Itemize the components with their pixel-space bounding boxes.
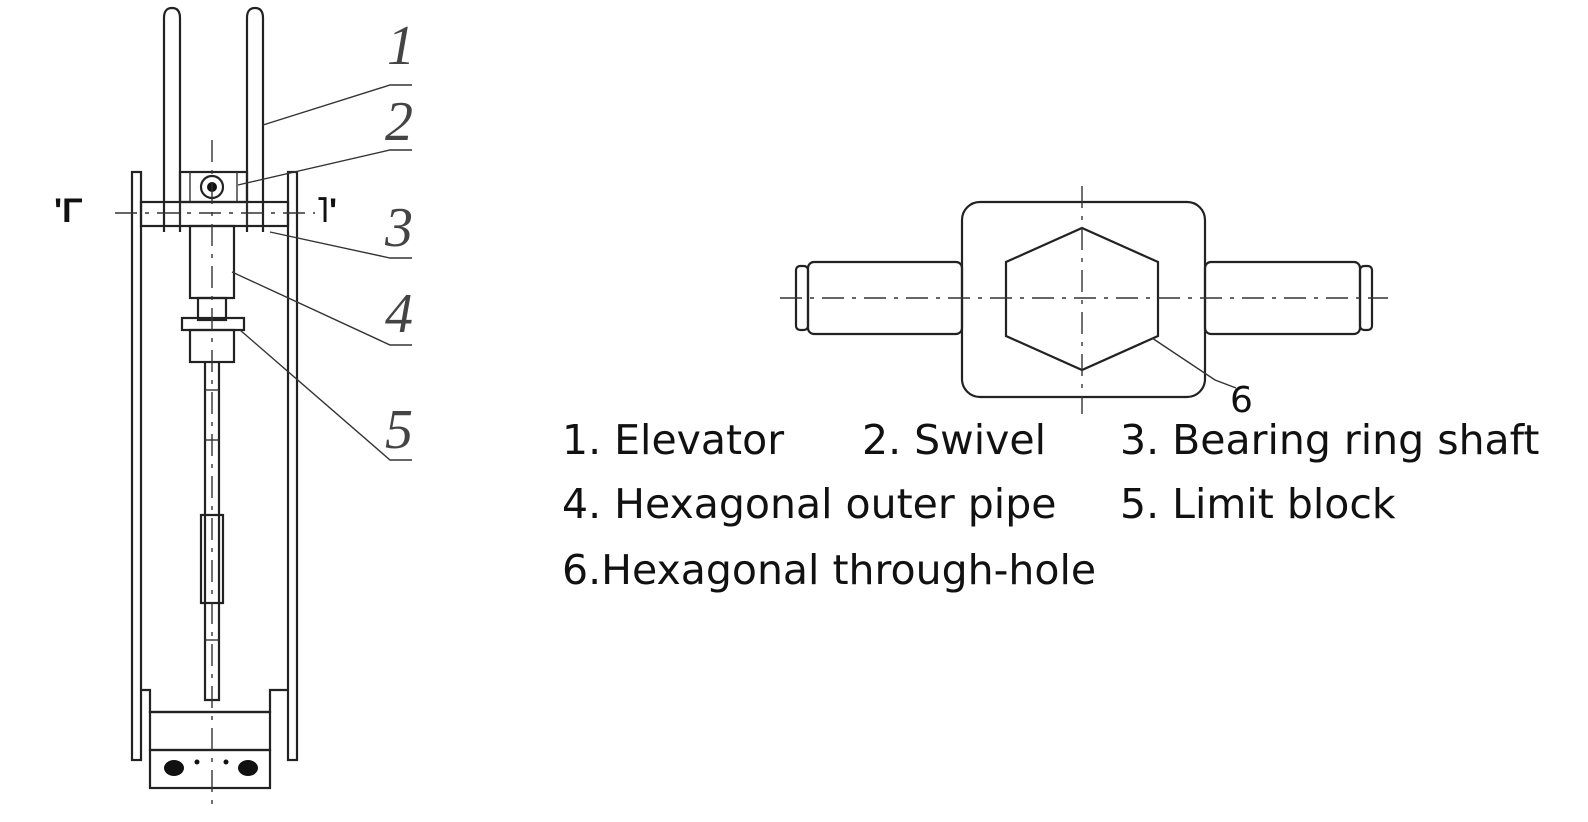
square-body [960, 200, 1207, 399]
section-mark-left: 'Γ [54, 192, 83, 230]
legend-item-1: 1. Elevator [562, 416, 785, 464]
legend-item-6: 6.Hexagonal through-hole [562, 546, 1097, 594]
leader-6 [1151, 337, 1237, 389]
legend-item-4: 4. Hexagonal outer pipe [562, 480, 1057, 528]
frame-plates [130, 170, 299, 762]
legend-item-2: 2. Swivel [862, 416, 1046, 464]
callout-3: 3 [384, 197, 413, 259]
callout-1: 1 [387, 15, 415, 77]
section-mark-right: ˥' [316, 192, 337, 230]
swivel-block [178, 170, 249, 204]
legend: 1. Elevator 2. Swivel 3. Bearing ring sh… [562, 408, 1582, 608]
limit-block [180, 316, 246, 364]
callout-2: 2 [385, 91, 413, 153]
callout-5: 5 [385, 399, 413, 461]
legend-item-3: 3. Bearing ring shaft [1120, 416, 1540, 464]
elevator-arms [162, 6, 265, 232]
callout-6: 6 [1230, 380, 1253, 421]
callout-4: 4 [385, 283, 413, 345]
side-view: 'Γ ˥' 1 2 3 4 5 [54, 6, 415, 805]
top-view: 6 [780, 186, 1388, 421]
leader-lines [231, 84, 412, 461]
base-block [141, 688, 288, 790]
lead-screw [199, 362, 225, 702]
legend-item-5: 5. Limit block [1120, 480, 1396, 528]
